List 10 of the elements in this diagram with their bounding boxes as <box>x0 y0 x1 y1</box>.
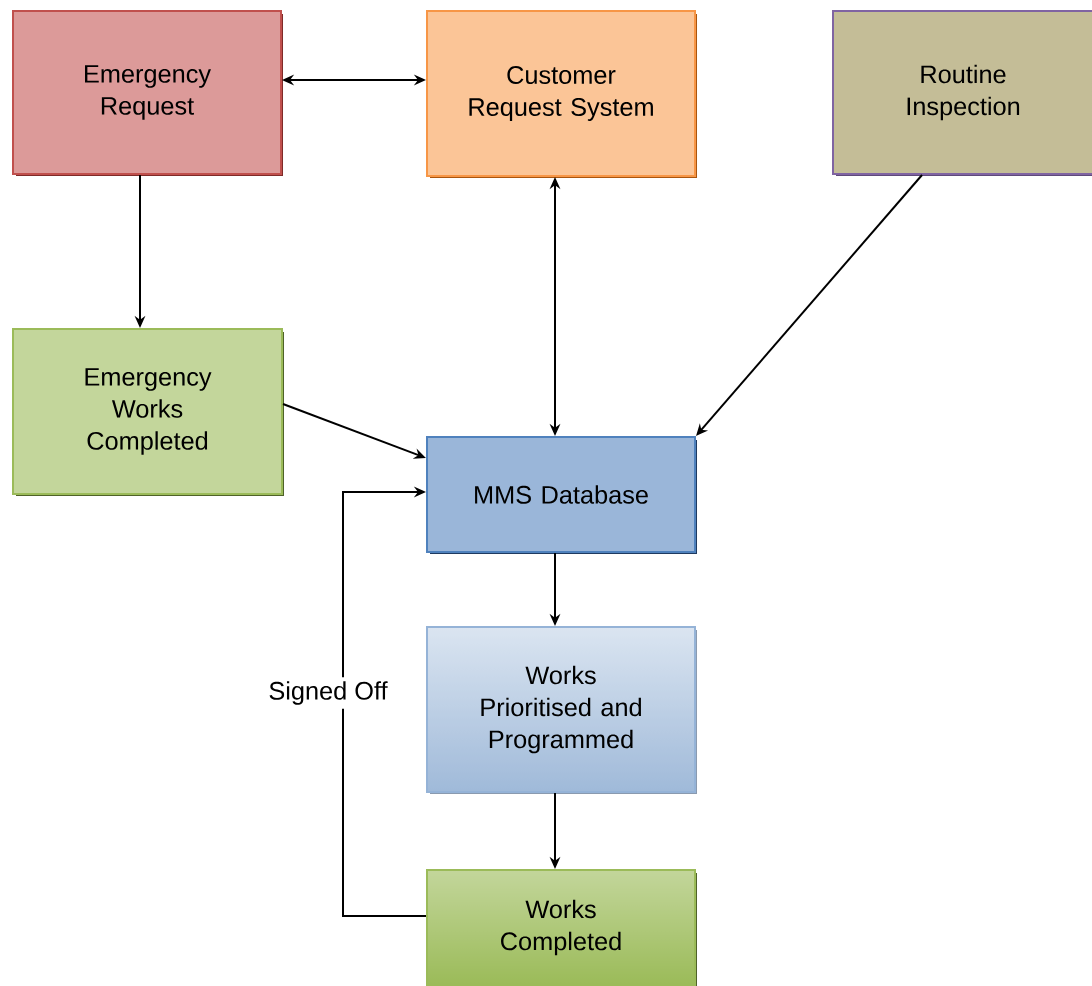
edge-label: Signed Off <box>264 677 392 709</box>
process-box: Works Prioritised and Programmed <box>426 626 697 794</box>
arrow <box>696 174 923 436</box>
arrow <box>342 486 427 917</box>
process-box: Customer Request System <box>426 10 697 178</box>
process-box: Emergency Request <box>12 10 283 176</box>
process-box: Works Completed <box>426 869 697 986</box>
process-box: Routine Inspection <box>832 10 1092 176</box>
process-box: MMS Database <box>426 436 697 554</box>
process-box: Emergency Works Completed <box>12 328 284 496</box>
